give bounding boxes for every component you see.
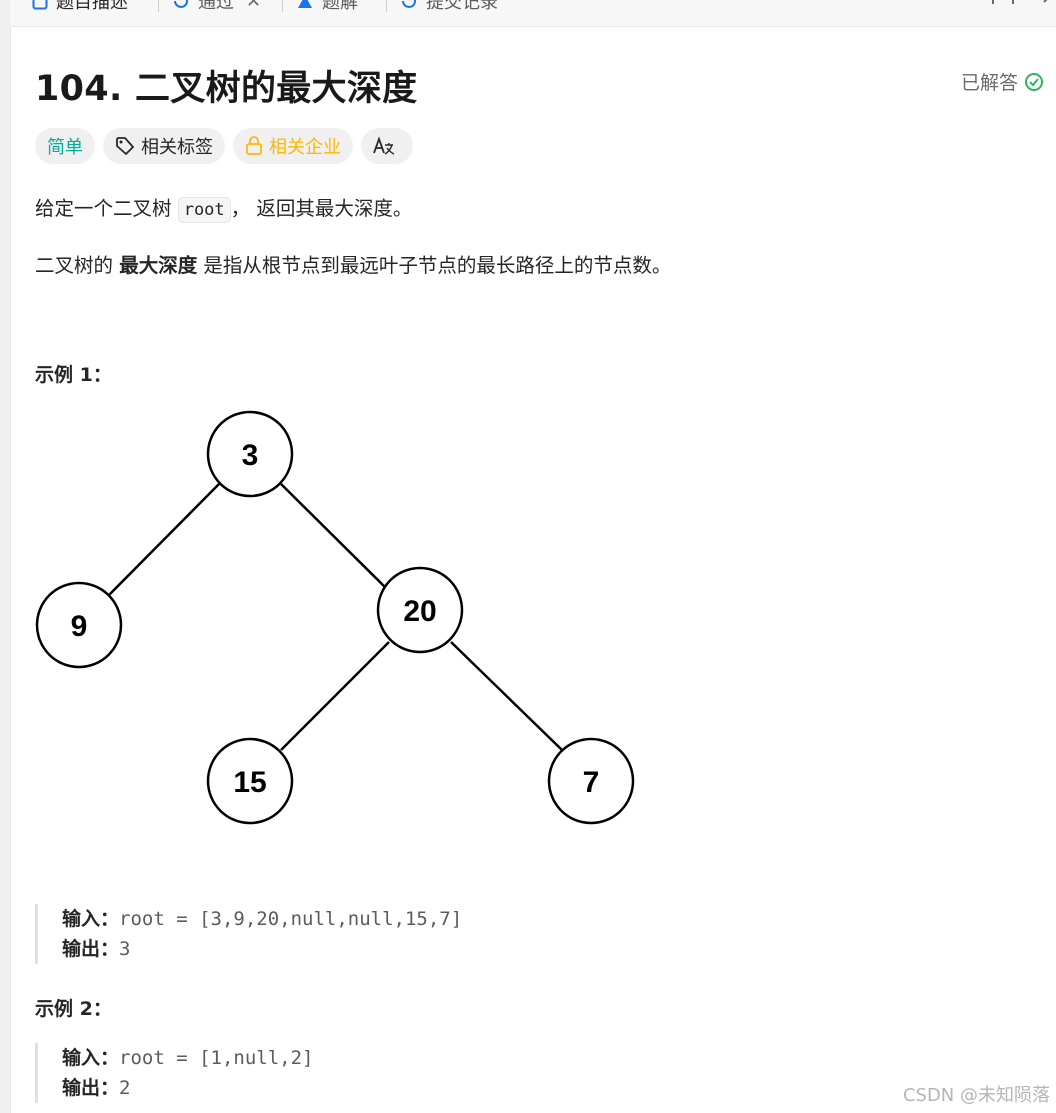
input-value: root = [3,9,20,null,null,15,7]	[119, 908, 463, 930]
tab-submissions-label: 提交记录	[426, 0, 498, 13]
tree-edge	[280, 483, 390, 592]
fullscreen-icon[interactable]	[992, 0, 1014, 10]
page-title: 104. 二叉树的最大深度	[35, 69, 418, 109]
example-1-tree-diagram: 3 9 20 15 7	[35, 410, 635, 825]
description-text: 给定一个二叉树	[35, 197, 178, 220]
translate-icon	[373, 136, 395, 155]
tab-accepted[interactable]: 通过 ✕	[172, 0, 261, 14]
history-icon	[174, 0, 188, 8]
left-rail	[0, 0, 11, 1113]
related-tags-button[interactable]: 相关标签	[103, 128, 225, 164]
tree-node-label: 3	[242, 439, 259, 472]
tab-divider	[158, 0, 159, 12]
input-value: root = [1,null,2]	[119, 1047, 314, 1069]
tab-description-label: 题目描述	[56, 0, 128, 13]
input-label: 输入：	[62, 908, 120, 930]
tree-node-label: 20	[403, 595, 436, 628]
translate-button[interactable]	[361, 128, 413, 164]
example-2-output-line: 输出：2	[62, 1073, 313, 1103]
close-icon[interactable]: ✕	[246, 0, 262, 12]
tab-solutions[interactable]: 题解	[296, 0, 358, 14]
tab-bar: 题目描述 通过 ✕ 题解 提交记录	[10, 0, 1056, 27]
tag-row: 简单 相关标签 相关企业	[35, 128, 413, 164]
tab-divider	[282, 0, 283, 12]
tree-edge	[450, 641, 563, 751]
flask-icon	[298, 0, 312, 8]
related-companies-button[interactable]: 相关企业	[233, 128, 353, 164]
tree-node	[547, 737, 635, 825]
description-line-2: 二叉树的 最大深度 是指从根节点到最远叶子节点的最长路径上的节点数。	[35, 249, 671, 278]
description-line-1: 给定一个二叉树 root， 返回其最大深度。	[35, 192, 413, 223]
tree-edge	[108, 483, 220, 596]
example-2-io-block: 输入：root = [1,null,2] 输出：2	[35, 1043, 313, 1103]
difficulty-badge[interactable]: 简单	[35, 128, 95, 164]
related-companies-label: 相关企业	[269, 137, 341, 158]
tree-node-label: 9	[71, 610, 88, 643]
tree-node	[376, 566, 464, 654]
tree-node-label: 7	[583, 766, 600, 799]
tree-node	[35, 581, 123, 669]
output-value: 2	[119, 1077, 131, 1099]
input-label: 输入：	[62, 1047, 120, 1069]
tab-accepted-label: 通过	[198, 0, 234, 13]
example-1-input-line: 输入：root = [3,9,20,null,null,15,7]	[62, 904, 462, 934]
tab-description[interactable]: 题目描述	[32, 0, 128, 14]
example-1-io-block: 输入：root = [3,9,20,null,null,15,7] 输出：3	[35, 904, 462, 964]
tree-node-label: 15	[233, 766, 266, 799]
description-icon	[32, 0, 48, 10]
output-value: 3	[119, 938, 131, 960]
history-icon	[402, 0, 416, 8]
tag-icon	[116, 137, 134, 155]
description-text: 二叉树的	[35, 254, 120, 277]
related-tags-label: 相关标签	[141, 137, 213, 158]
lock-icon	[246, 136, 262, 155]
difficulty-label: 简单	[47, 137, 83, 158]
example-1-label: 示例 1：	[35, 364, 112, 386]
example-2-label: 示例 2：	[35, 998, 112, 1020]
tab-submissions[interactable]: 提交记录	[400, 0, 498, 14]
tree-node	[206, 410, 294, 498]
solved-label: 已解答	[960, 72, 1018, 94]
bold-term: 最大深度	[119, 254, 198, 277]
example-2-input-line: 输入：root = [1,null,2]	[62, 1043, 313, 1073]
solved-status: 已解答	[961, 68, 1044, 95]
tree-edge	[280, 641, 390, 751]
tree-node	[206, 737, 294, 825]
tab-solutions-label: 题解	[322, 0, 358, 13]
collapse-icon[interactable]	[1040, 0, 1054, 10]
watermark: CSDN @未知陨落	[902, 1085, 1050, 1106]
output-label: 输出：	[62, 1077, 120, 1099]
description-text: ， 返回其最大深度。	[230, 197, 413, 220]
example-1-output-line: 输出：3	[62, 934, 462, 964]
output-label: 输出：	[62, 938, 120, 960]
inline-code: root	[177, 197, 231, 223]
tab-divider	[386, 0, 387, 12]
check-circle-icon	[1025, 72, 1043, 91]
description-text: 是指从根节点到最远叶子节点的最长路径上的节点数。	[197, 254, 672, 277]
